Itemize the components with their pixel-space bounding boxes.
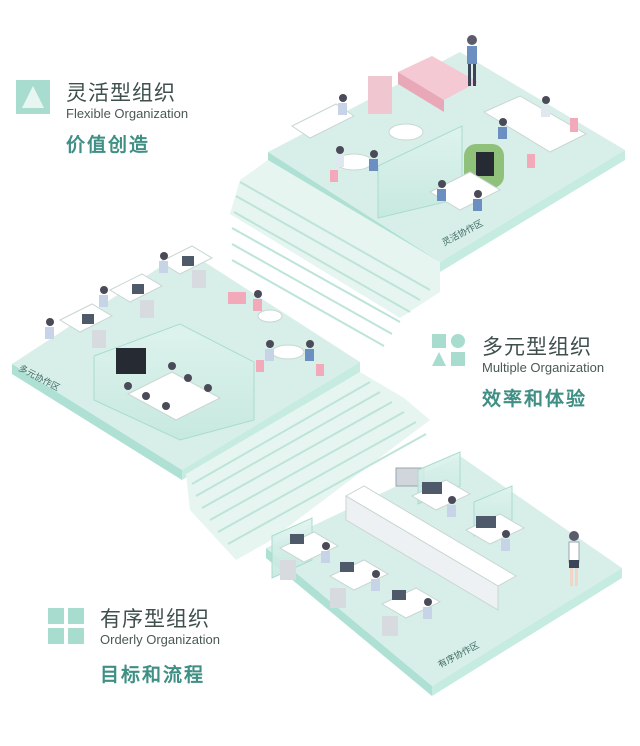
flexible-label: 灵活型组织 Flexible Organization — [66, 80, 188, 122]
triangle-square-icon — [16, 80, 50, 114]
flexible-platform — [268, 35, 625, 272]
shelf — [368, 76, 392, 114]
flexible-title-en: Flexible Organization — [66, 106, 189, 121]
multiple-title-cn: 多元型组织 — [482, 335, 592, 359]
orderly-label: 有序型组织 Orderly Organization — [100, 606, 220, 648]
flexible-title-cn: 灵活型组织 — [66, 81, 176, 105]
multiple-label: 多元型组织 Multiple Organization — [482, 334, 604, 376]
standing-person-top — [467, 35, 477, 86]
orderly-title-cn: 有序型组织 — [100, 607, 210, 631]
orderly-platform — [266, 451, 622, 696]
flexible-subtitle: 价值创造 — [66, 134, 151, 156]
lower-stairs — [186, 372, 430, 560]
four-squares-icon — [48, 608, 84, 644]
orderly-title-en: Orderly Organization — [100, 632, 220, 647]
multiple-title-en: Multiple Organization — [482, 360, 605, 375]
upper-stairs — [230, 160, 440, 347]
multiple-subtitle: 效率和体验 — [482, 388, 588, 410]
standing-person-bottom — [568, 531, 580, 586]
pink-sofa — [398, 56, 478, 112]
mixed-shapes-icon — [432, 334, 465, 366]
orderly-subtitle: 目标和流程 — [100, 664, 206, 686]
